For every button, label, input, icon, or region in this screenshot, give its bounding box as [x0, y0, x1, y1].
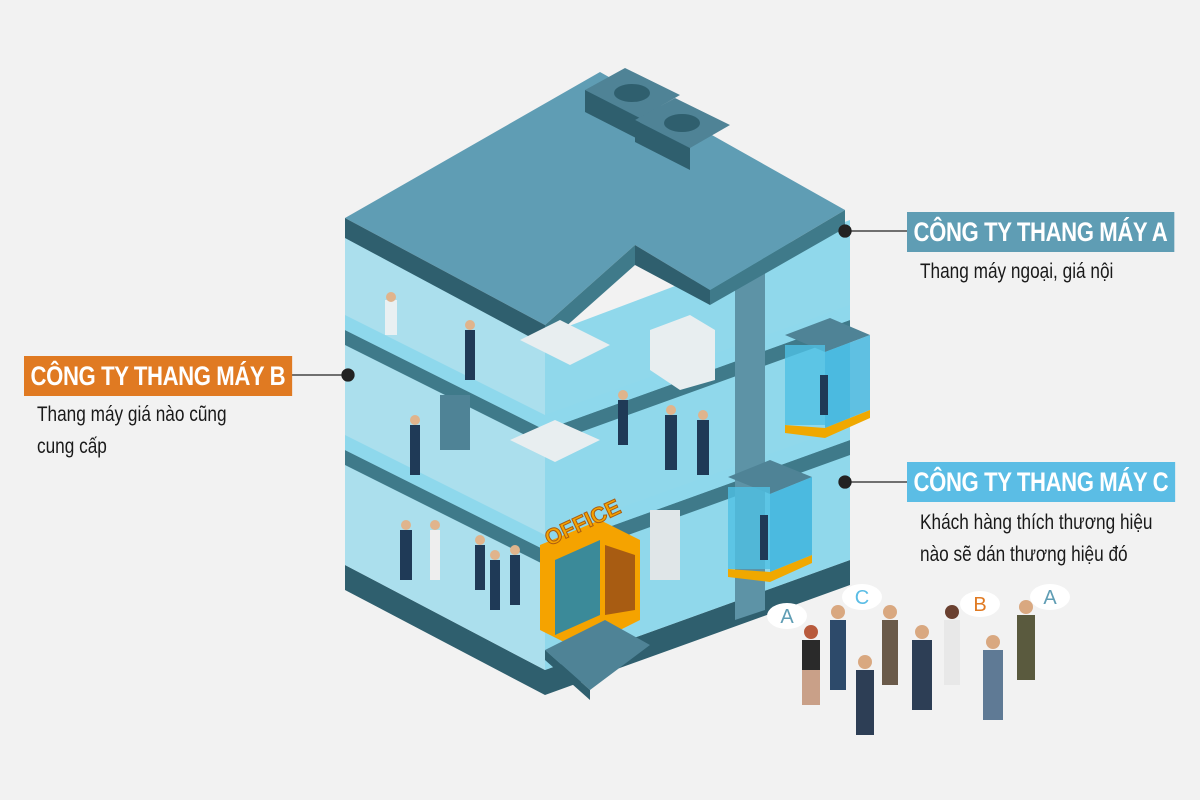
customer-crowd [802, 600, 1035, 735]
callout-b-description-line1: Thang máy giá nào cũng [37, 403, 227, 426]
speech-bubble-a1: A [767, 603, 807, 629]
callout-a-title: CÔNG TY THANG MÁY A [907, 212, 1174, 252]
svg-text:C: C [855, 587, 869, 609]
svg-text:A: A [780, 606, 794, 628]
speech-bubble-c: C [842, 584, 882, 610]
callout-c-title: CÔNG TY THANG MÁY C [907, 462, 1175, 502]
rooftop-ac-units [585, 68, 730, 170]
speech-bubble-a2: A [1030, 584, 1070, 610]
elevator-cab-upper [785, 318, 870, 438]
office-workers [385, 292, 709, 610]
callout-b-title: CÔNG TY THANG MÁY B [24, 356, 292, 396]
speech-bubble-b: B [960, 591, 1000, 617]
callout-a-description: Thang máy ngoại, giá nội [920, 260, 1114, 283]
roof-top [345, 72, 845, 325]
callout-c-description-line2: nào sẽ dán thương hiệu đó [920, 543, 1128, 566]
svg-text:A: A [1043, 587, 1057, 609]
svg-text:B: B [973, 594, 986, 616]
callout-b-description-line2: cung cấp [37, 435, 107, 458]
callout-connectors [285, 224, 908, 489]
office-furniture [440, 315, 715, 580]
office-entrance [540, 520, 650, 700]
elevator-cab-lower [728, 460, 812, 582]
callout-c-description-line1: Khách hàng thích thương hiệu [920, 511, 1153, 534]
roof-edge-left [345, 218, 545, 345]
roof-edge-right [545, 245, 635, 345]
